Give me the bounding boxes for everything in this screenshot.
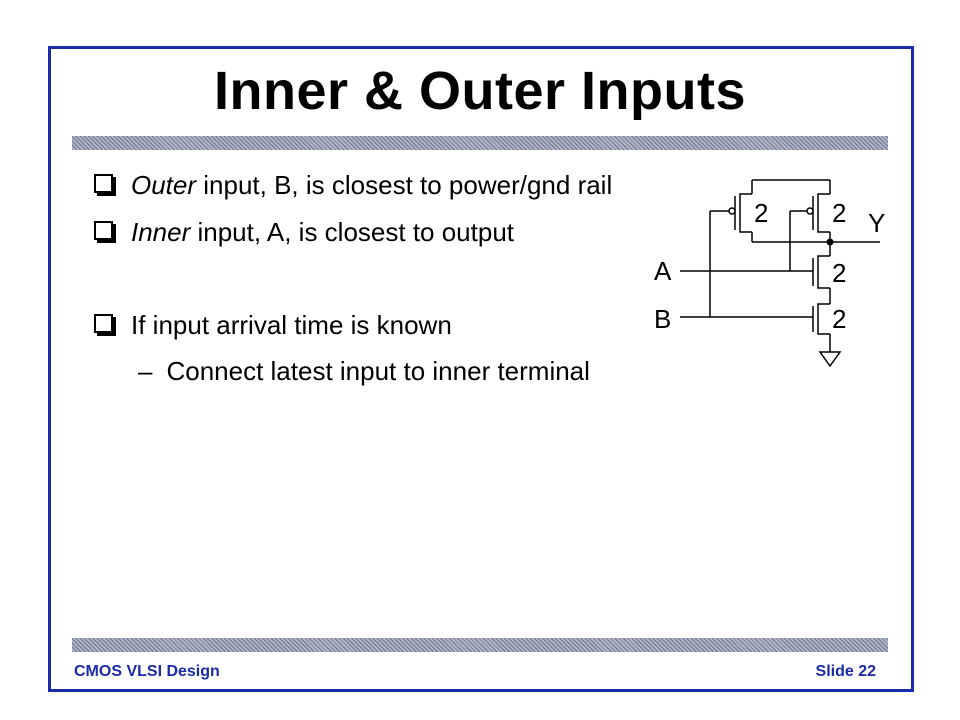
bullet-text: input, A, is closest to output	[190, 217, 515, 247]
bullet-box-icon	[94, 314, 113, 333]
ground-icon	[818, 351, 842, 368]
bullet-outer-input: Outer input, B, is closest to power/gnd …	[94, 170, 612, 201]
nand-gate-schematic: 2 2 2 2 Y A B	[654, 179, 885, 368]
pmos1-bubble	[728, 207, 736, 215]
sub-bullet-text: Connect latest input to inner terminal	[166, 356, 590, 386]
nmos-b-size-label: 2	[832, 304, 846, 334]
pmos2-size-label: 2	[832, 198, 846, 228]
bullet-box-icon	[94, 221, 113, 240]
nmos-a-channel	[817, 255, 830, 289]
slide-frame	[48, 46, 914, 692]
sub-bullet-dash: –	[138, 356, 153, 386]
bullet-inner-input: Inner input, A, is closest to output	[94, 217, 514, 248]
bullet-emph: Outer	[131, 170, 197, 200]
slide-title: Inner & Outer Inputs	[213, 61, 747, 121]
pmos1-size-label: 2	[754, 198, 768, 228]
pmos2-channel	[817, 193, 830, 233]
nmos-a-size-label: 2	[832, 258, 846, 288]
output-y-label: Y	[868, 208, 885, 238]
input-b-label: B	[654, 304, 671, 334]
pmos1-channel	[739, 193, 752, 233]
sub-bullet-connect-latest: –Connect latest input to inner terminal	[138, 356, 590, 387]
bullet-text: input, B, is closest to power/gnd rail	[196, 170, 613, 200]
bullet-emph: Inner	[131, 217, 191, 247]
bullet-arrival-time: If input arrival time is known	[94, 310, 452, 341]
output-node-dot	[826, 238, 834, 246]
slide-number: Slide 22	[815, 663, 876, 680]
course-title: CMOS VLSI Design	[74, 663, 220, 680]
title-divider	[72, 136, 888, 150]
footer-divider	[72, 638, 888, 652]
input-a-label: A	[654, 256, 672, 286]
bullet-text: If input arrival time is known	[131, 310, 452, 340]
bullet-box-icon	[94, 174, 113, 193]
pmos2-bubble	[806, 207, 814, 215]
nmos-b-channel	[817, 303, 830, 335]
